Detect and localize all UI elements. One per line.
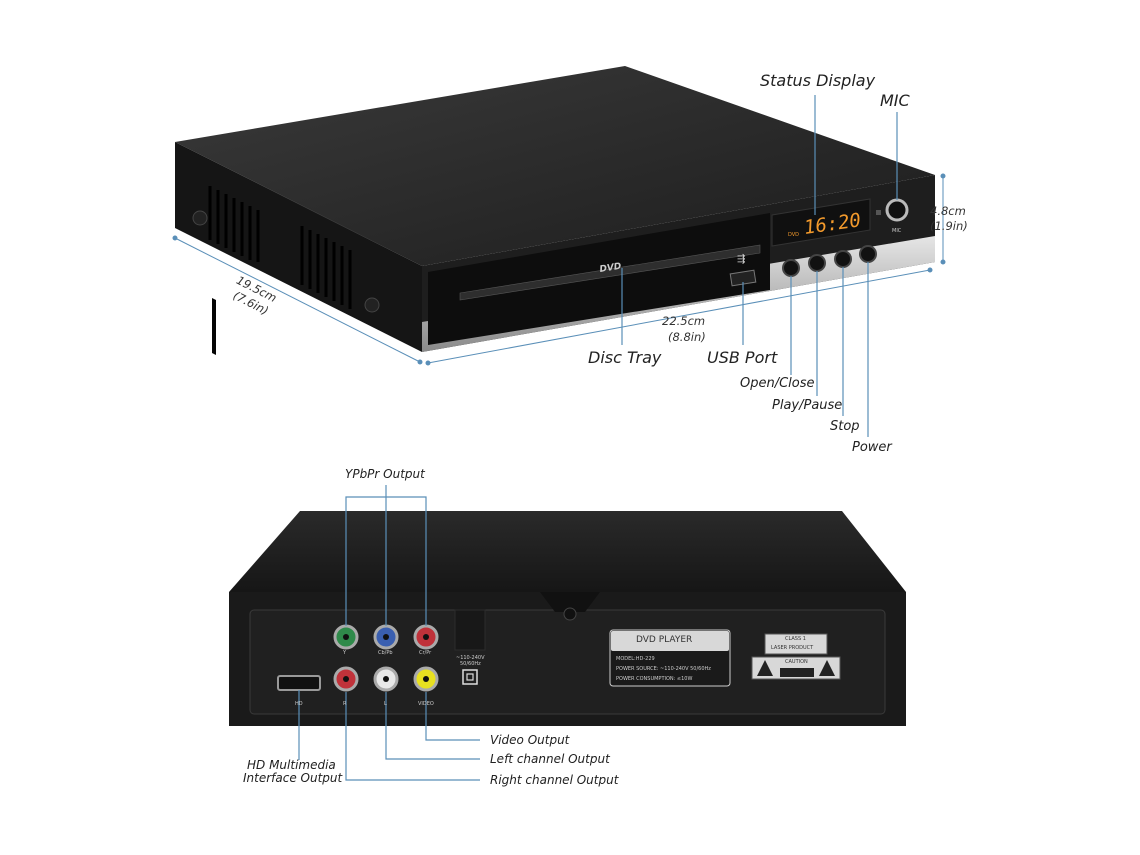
port-label-l: L [384,701,387,707]
power-input-voltage: ~110-240V [456,655,485,661]
port-label-hd: HD [295,701,303,707]
svg-text:⇶: ⇶ [737,253,745,265]
play-pause-button [808,254,826,272]
label-ypbpr-output: YPbPr Output [345,467,425,481]
ir-sensor [876,210,881,215]
height-cm: 4.8cm [930,204,966,218]
label-status-display: Status Display [760,71,876,90]
disc-tray [459,244,761,301]
rear-top-face [229,511,906,592]
vent-slots-left [208,186,352,309]
nameplate-power-consumption: POWER CONSUMPTION: ≤10W [616,676,693,682]
label-power: Power [852,440,892,455]
status-display [771,198,871,247]
laser-label-class: CLASS 1 [785,636,806,642]
dimension-lines [172,173,946,366]
label-left-channel-output: Left channel Output [490,752,610,766]
caution-label-text: CAUTION [785,659,808,665]
nameplate-title: DVD PLAYER [636,635,693,645]
screw [192,210,208,226]
port-label-video: VIDEO [418,701,434,707]
screw [364,297,380,313]
stop-button [834,250,852,268]
port-label-y: Y [343,650,347,656]
label-hdmi-output-line2: Interface Output [243,771,343,785]
rear-device [229,511,906,726]
width-cm: 22.5cm [662,314,706,328]
dvd-logo-mark: DVD [599,262,623,275]
label-stop: Stop [830,419,860,434]
device-side-face [175,142,422,352]
mic-jack-label: MIC [892,228,902,234]
label-usb-port: USB Port [707,348,778,367]
rear-screw [563,607,577,621]
hdmi-port [277,675,321,691]
power-button [859,245,877,263]
label-video-output: Video Output [490,733,570,747]
double-insulation-symbol [462,669,478,685]
front-device: DVD 16:20 DVD MIC ⇶ [175,66,935,356]
side-vents [212,298,216,356]
mic-jack [885,198,909,222]
device-top-face [175,66,935,266]
port-label-r: R [343,701,347,707]
label-mic: MIC [880,91,910,110]
port-label-cb-pb: Cb/Pb [378,650,393,656]
width-in: (8.8in) [668,330,706,344]
laser-label-product: LASER PRODUCT [771,645,814,651]
nameplate-power-source: POWER SOURCE: ~110-240V 50/60Hz [616,666,711,672]
front-panel-glass [428,213,770,345]
port-label-cr-pr: Cr/Pr [419,650,432,656]
power-cord-slot [454,609,486,651]
label-hdmi-output-line1: HD Multimedia [247,758,336,772]
open-close-button [782,259,800,277]
power-input-frequency: 50/60Hz [460,661,481,667]
laser-label [764,633,828,655]
nameplate-model: MODEL:HD-229 [616,656,655,662]
display-mode: DVD [788,232,799,238]
usb-port [729,269,757,287]
label-disc-tray: Disc Tray [588,348,662,367]
leader-lines-front [621,95,898,437]
label-play-pause: Play/Pause [772,398,843,413]
label-open-close: Open/Close [740,376,815,391]
rear-notch [540,592,600,612]
label-right-channel-output: Right channel Output [490,773,619,787]
height-in: (1.9in) [930,219,968,233]
leader-lines-rear [298,485,480,781]
